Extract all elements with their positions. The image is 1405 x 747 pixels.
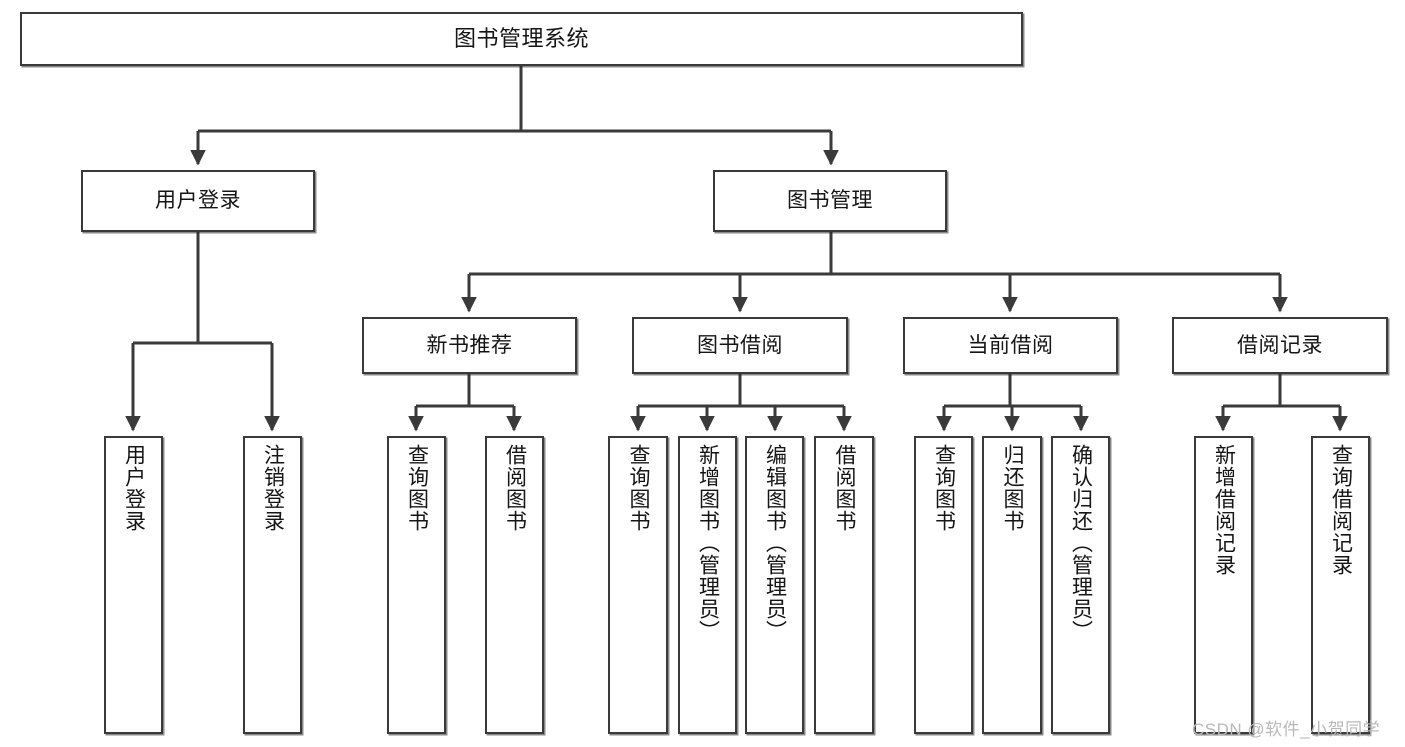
node-root-label: 图书管理系统 xyxy=(453,25,589,51)
leaf-logout-label: 注销登录 xyxy=(261,444,285,532)
node-new-book-recommend[interactable]: 新书推荐 xyxy=(362,317,577,374)
leaf-currentborrow-confirm-return[interactable]: 确认归还（管理员） xyxy=(1051,436,1110,734)
node-root[interactable]: 图书管理系统 xyxy=(20,12,1023,66)
leaf-bookborrow-query-book[interactable]: 查询图书 xyxy=(608,436,668,734)
node-book-borrow[interactable]: 图书借阅 xyxy=(632,317,848,374)
node-book-borrow-label: 图书借阅 xyxy=(697,333,783,357)
leaf-user-login[interactable]: 用户登录 xyxy=(104,436,163,734)
leaf-logout[interactable]: 注销登录 xyxy=(243,436,302,734)
leaf-currentborrow-query-book-label: 查询图书 xyxy=(932,444,956,532)
leaf-bookborrow-borrow-book-label: 借阅图书 xyxy=(833,444,857,532)
leaf-currentborrow-return-book[interactable]: 归还图书 xyxy=(982,436,1042,734)
leaf-newbook-borrow-book-label: 借阅图书 xyxy=(503,444,527,532)
leaf-bookborrow-query-book-label: 查询图书 xyxy=(627,444,651,532)
leaf-borrowrecord-query-record-label: 查询借阅记录 xyxy=(1329,444,1353,576)
leaf-borrowrecord-add-record[interactable]: 新增借阅记录 xyxy=(1194,436,1253,734)
watermark: CSDN @软件_小贺同学 xyxy=(1192,720,1381,739)
leaf-currentborrow-query-book[interactable]: 查询图书 xyxy=(914,436,973,734)
node-book-management-label: 图书管理 xyxy=(787,189,873,213)
node-new-book-recommend-label: 新书推荐 xyxy=(426,333,513,357)
node-current-borrow[interactable]: 当前借阅 xyxy=(903,317,1118,374)
leaf-bookborrow-add-book[interactable]: 新增图书（管理员） xyxy=(678,436,737,734)
leaf-newbook-borrow-book[interactable]: 借阅图书 xyxy=(485,436,544,734)
leaf-user-login-label: 用户登录 xyxy=(122,444,146,532)
node-borrow-record[interactable]: 借阅记录 xyxy=(1172,317,1388,374)
leaf-bookborrow-edit-book[interactable]: 编辑图书（管理员） xyxy=(745,436,804,734)
node-book-management[interactable]: 图书管理 xyxy=(713,170,947,232)
node-current-borrow-label: 当前借阅 xyxy=(967,333,1054,357)
leaf-bookborrow-borrow-book[interactable]: 借阅图书 xyxy=(814,436,874,734)
leaf-currentborrow-return-book-label: 归还图书 xyxy=(1001,444,1025,532)
leaf-newbook-query-book-label: 查询图书 xyxy=(405,444,429,532)
leaf-newbook-query-book[interactable]: 查询图书 xyxy=(387,436,446,734)
node-user-login-label: 用户登录 xyxy=(155,189,241,213)
leaf-borrowrecord-add-record-label: 新增借阅记录 xyxy=(1212,444,1236,576)
leaf-borrowrecord-query-record[interactable]: 查询借阅记录 xyxy=(1311,436,1370,734)
leaf-bookborrow-add-book-label: 新增图书（管理员） xyxy=(696,444,720,642)
node-user-login[interactable]: 用户登录 xyxy=(81,170,315,232)
node-borrow-record-label: 借阅记录 xyxy=(1237,333,1323,357)
leaf-currentborrow-confirm-return-label: 确认归还（管理员） xyxy=(1069,444,1093,642)
leaf-bookborrow-edit-book-label: 编辑图书（管理员） xyxy=(763,444,787,642)
